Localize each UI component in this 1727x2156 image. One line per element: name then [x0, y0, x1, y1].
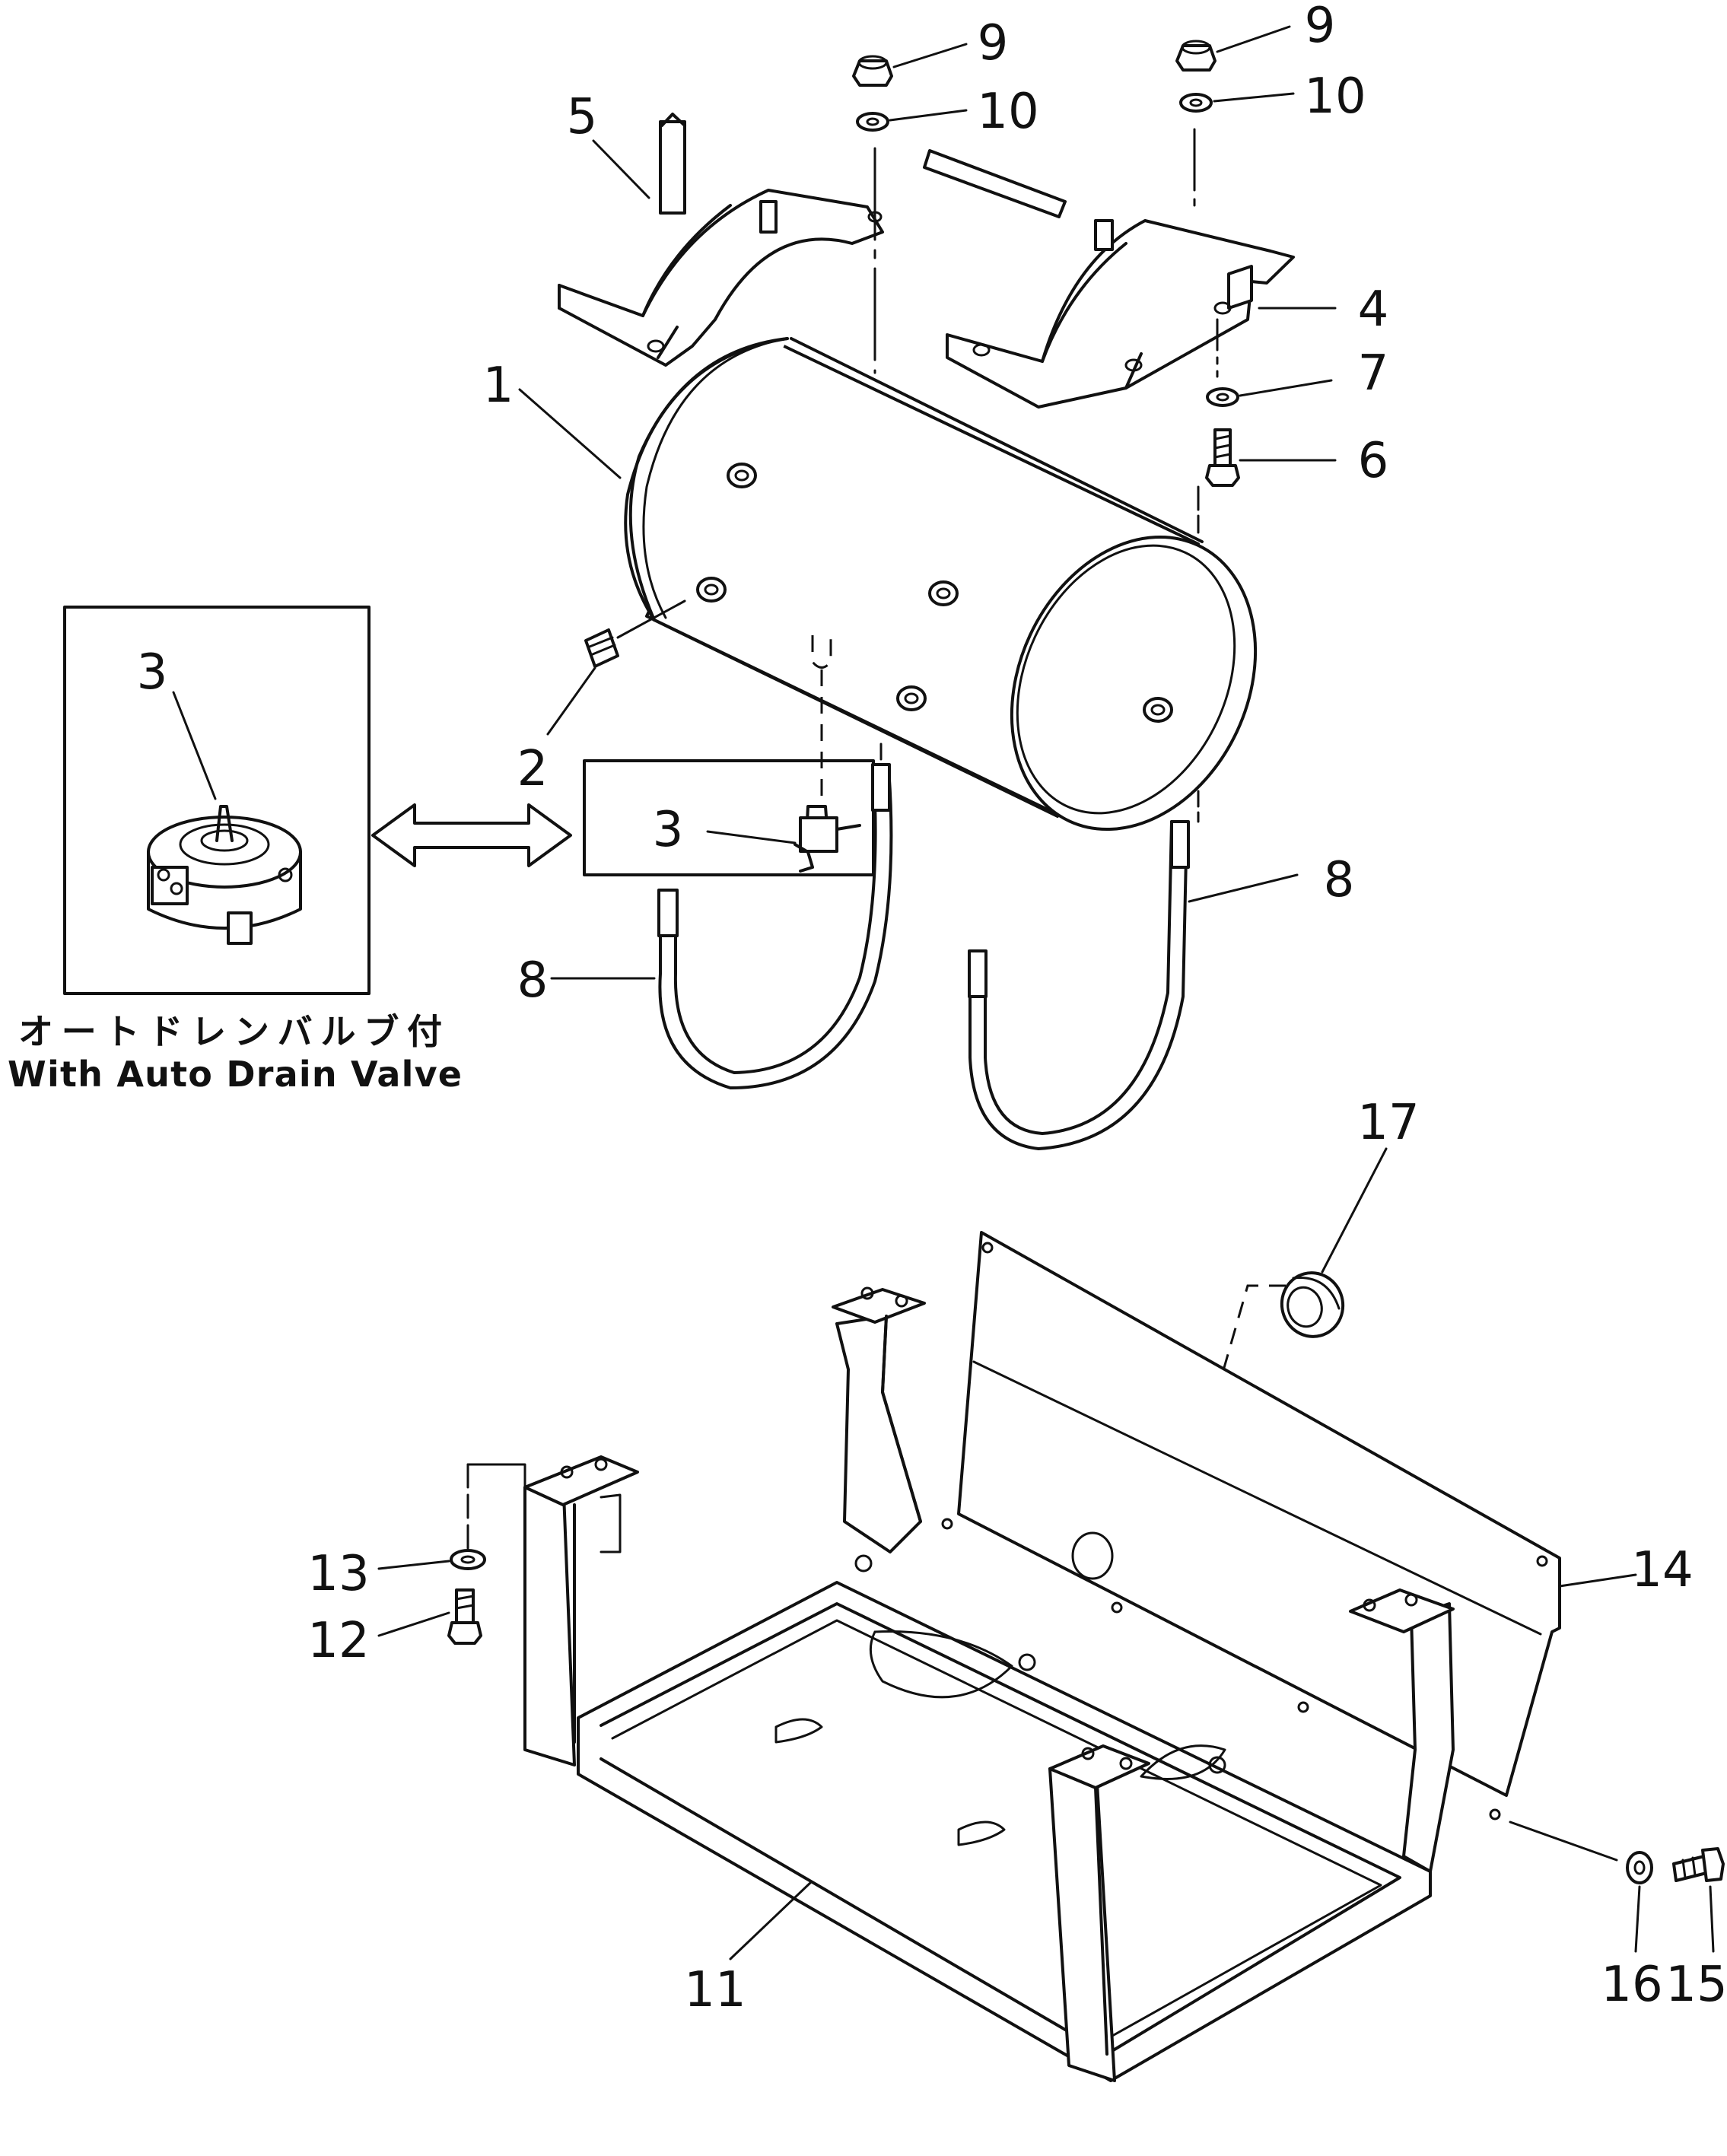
callout-7: 7: [1358, 345, 1389, 402]
leader-2: [546, 666, 596, 736]
leader-5: [592, 139, 650, 199]
callout-2: 2: [517, 741, 549, 797]
leader-12: [377, 1611, 450, 1637]
tank-port-end: [1143, 697, 1173, 723]
callout-17: 17: [1357, 1095, 1419, 1151]
leader-7: [1239, 379, 1333, 397]
inset-caption-en: With Auto Drain Valve: [8, 1054, 464, 1095]
leader-14: [1558, 1573, 1637, 1588]
drain-cock-detail: [583, 759, 875, 876]
bolt-part-12: [447, 1588, 482, 1645]
leader-13: [377, 1560, 450, 1570]
leader-8-right: [1188, 873, 1299, 903]
tank-port-top: [727, 463, 757, 488]
leader-15: [1709, 1885, 1715, 1953]
callout-16: 16: [1601, 1957, 1662, 2013]
washer-part-16: [1626, 1851, 1653, 1884]
drain-cock-frame: [583, 759, 875, 876]
tank-port-side: [696, 577, 727, 603]
air-tank: [624, 337, 1258, 832]
auto-drain-valve-icon: [147, 805, 302, 945]
cover-plate-part-14: [941, 1231, 1561, 1821]
callout-9-left: 9: [978, 15, 1009, 72]
callout-8-left: 8: [517, 952, 549, 1009]
washer-left-part-10: [856, 112, 889, 132]
callout-14: 14: [1631, 1542, 1693, 1598]
tank-port-bottom: [896, 685, 927, 711]
callout-1: 1: [483, 358, 514, 414]
nut-right-part-9: [1175, 40, 1217, 72]
bracket-right-part-4: [923, 149, 1295, 409]
inset-frame: [63, 606, 371, 995]
stand-frame-part-11: [466, 1286, 1455, 2082]
double-arrow-icon: [371, 803, 572, 867]
nut-left-part-9: [852, 55, 893, 87]
bolt-part-6: [1205, 428, 1240, 487]
leader-9-left: [892, 43, 968, 68]
callout-6: 6: [1358, 433, 1389, 489]
callout-9-right: 9: [1305, 0, 1336, 54]
leader-1: [518, 388, 622, 479]
callout-13: 13: [307, 1546, 369, 1602]
leader-16: [1634, 1885, 1641, 1953]
leader-3-inset: [172, 691, 217, 800]
leader-10-right: [1213, 92, 1295, 103]
bracket-left-part-5: [558, 113, 884, 367]
callout-8-right: 8: [1324, 852, 1355, 908]
grommet-part-17: [1280, 1271, 1345, 1338]
callout-5: 5: [567, 89, 598, 145]
callout-15: 15: [1665, 1957, 1727, 2013]
inset-auto-drain-valve: 3 オートドレンバルブ付 With Auto Drain Valve: [8, 606, 464, 1095]
leader-3-main: [706, 830, 797, 844]
callout-12: 12: [307, 1613, 369, 1669]
callout-4: 4: [1358, 281, 1389, 338]
u-bolt-left-part-8: [657, 763, 893, 1089]
plug-part-2: [584, 599, 686, 668]
washer-part-7: [1206, 387, 1239, 407]
callout-10-left: 10: [977, 84, 1038, 140]
leader-17: [1321, 1147, 1388, 1274]
washer-part-13: [450, 1549, 486, 1570]
callout-11: 11: [684, 1962, 746, 2018]
leader-9-right: [1216, 25, 1291, 53]
leader-11: [729, 1881, 812, 1960]
tank-port-middle: [928, 580, 959, 606]
u-bolt-right-part-8: [968, 820, 1190, 1150]
bolt-part-15: [1672, 1847, 1725, 1882]
leader-10-left: [889, 109, 968, 122]
washer-right-part-10: [1179, 93, 1213, 113]
inset-caption-jp: オートドレンバルブ付: [18, 1011, 444, 1052]
callout-10-right: 10: [1304, 68, 1366, 125]
callout-3-inset: 3: [137, 644, 168, 701]
callout-3-main: 3: [653, 802, 684, 858]
